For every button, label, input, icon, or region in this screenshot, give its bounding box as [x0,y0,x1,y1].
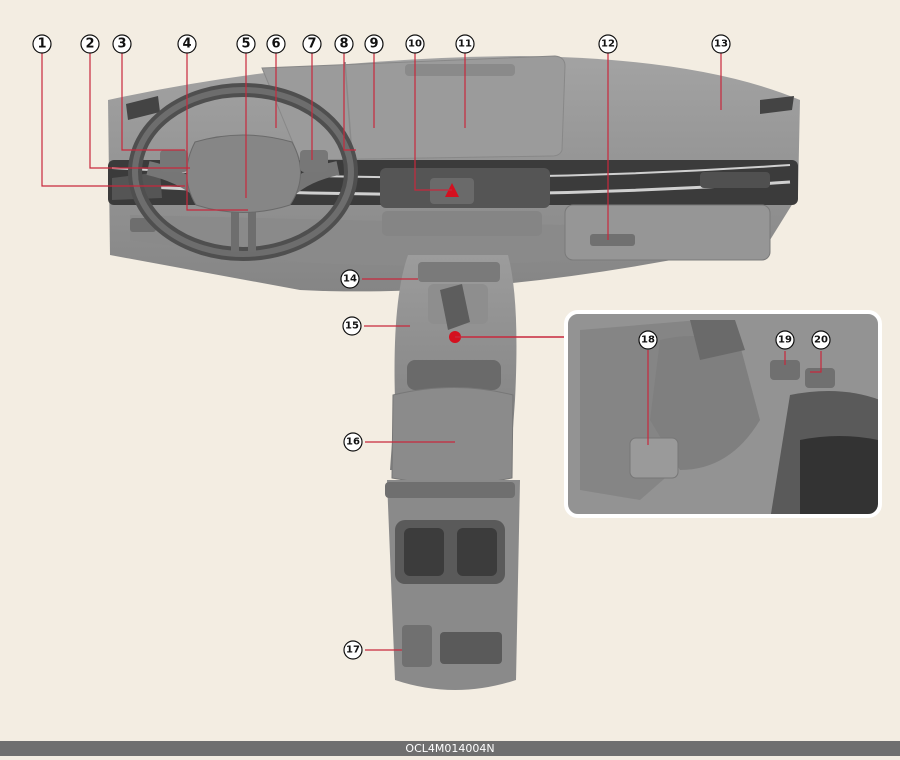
callout-10: 10 [405,34,425,54]
svg-text:4: 4 [182,37,191,52]
callout-15: 15 [342,316,362,336]
svg-text:17: 17 [346,645,360,656]
steering-wheel [128,83,358,261]
callout-14: 14 [340,269,360,289]
svg-text:15: 15 [345,321,359,332]
callout-2: 2 [80,34,100,54]
shifter-marker [449,331,566,343]
callout-17: 17 [343,640,363,660]
callout-1: 1 [32,34,52,54]
svg-text:19: 19 [778,335,792,346]
shifter-inset [564,310,882,518]
svg-text:7: 7 [307,37,316,52]
callout-3: 3 [112,34,132,54]
callout-5: 5 [236,34,256,54]
figure-code: OCL4M014004N [405,742,495,755]
svg-text:5: 5 [241,37,250,52]
center-console [385,255,520,690]
callout-18: 18 [638,330,658,350]
callout-12: 12 [598,34,618,54]
svg-text:10: 10 [408,39,422,50]
callout-20: 20 [811,330,831,350]
callout-7: 7 [302,34,322,54]
svg-text:8: 8 [339,37,348,52]
hazard-button [430,178,474,204]
callout-4: 4 [177,34,197,54]
figure-code-bar: OCL4M014004N [0,741,900,756]
svg-text:13: 13 [714,39,728,50]
svg-text:18: 18 [641,335,655,346]
callout-11: 11 [455,34,475,54]
svg-text:9: 9 [369,37,378,52]
svg-text:20: 20 [814,335,828,346]
svg-text:16: 16 [346,437,360,448]
callout-13: 13 [711,34,731,54]
svg-text:6: 6 [271,37,280,52]
callout-9: 9 [364,34,384,54]
callout-6: 6 [266,34,286,54]
svg-text:12: 12 [601,39,615,50]
svg-text:3: 3 [117,37,126,52]
right-air-vent [760,96,794,114]
callout-leaders [41,52,822,651]
svg-text:1: 1 [37,37,46,52]
callout-19: 19 [775,330,795,350]
svg-text:2: 2 [85,37,94,52]
callout-8: 8 [334,34,354,54]
callout-16: 16 [343,432,363,452]
svg-text:11: 11 [458,39,472,50]
svg-text:14: 14 [343,274,357,285]
